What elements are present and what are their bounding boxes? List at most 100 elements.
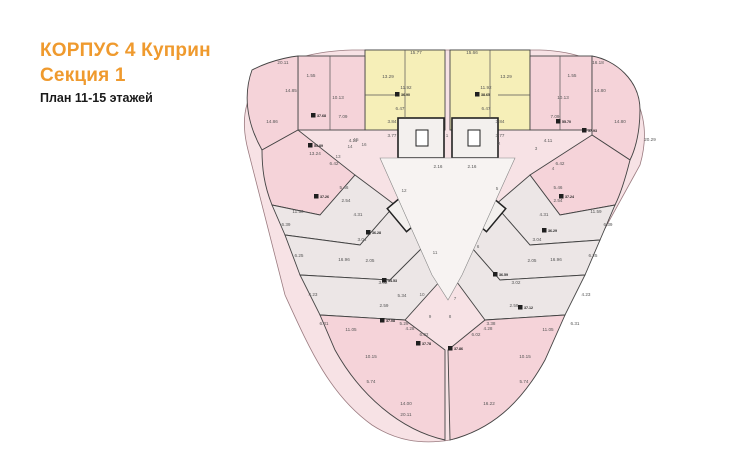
unit-marker-icon — [493, 272, 498, 277]
dimension-label: 15.66 — [466, 50, 478, 55]
unit-marker-icon — [395, 92, 400, 97]
dimension-label: 6.02 — [420, 332, 429, 337]
dimension-label: 2.05 — [528, 258, 537, 263]
unit-number: 2 — [498, 141, 501, 146]
dimension-label: 14.85 — [285, 88, 297, 93]
unit-marker-icon — [382, 278, 387, 283]
dimension-label: 6.47 — [396, 106, 405, 111]
dimension-label: 13.24 — [309, 151, 321, 156]
dimension-label: 2.16 — [468, 164, 477, 169]
unit-area-value: 57.93 — [588, 129, 597, 133]
dimension-label: 3.02 — [512, 280, 521, 285]
dimension-label: 14.80 — [594, 88, 606, 93]
unit-area-value: 37.26 — [320, 195, 329, 199]
unit-area-value: 37.12 — [524, 306, 533, 310]
dimension-label: 6.31 — [320, 321, 329, 326]
unit-area-value: 36.28 — [372, 231, 381, 235]
unit-area-tag: 36.90 — [395, 92, 410, 97]
dimension-label: 16.96 — [550, 257, 562, 262]
unit-area-tag: 37.12 — [518, 305, 533, 310]
unit-area-tag: 37.26 — [314, 194, 329, 199]
dimension-label: 6.31 — [571, 321, 580, 326]
unit-area-tag: 36.59 — [493, 272, 508, 277]
dimension-label: 10.15 — [365, 354, 377, 359]
plan-title-block: КОРПУС 4 Куприн Секция 1 План 11-15 этаж… — [40, 38, 211, 107]
dimension-label: 3.04 — [533, 237, 542, 242]
dimension-label: 13.29 — [500, 74, 512, 79]
unit-area-value: 37.08 — [386, 319, 395, 323]
dimension-label: 14.80 — [614, 119, 626, 124]
unit-top-far-left — [297, 55, 366, 131]
unit-right-lower — [447, 314, 566, 441]
unit-area-tag: 36.28 — [366, 230, 381, 235]
dimension-label: 4.28 — [484, 326, 493, 331]
unit-area-tag: 37.08 — [380, 318, 395, 323]
dimension-label: 6.39 — [604, 222, 613, 227]
unit-area-value: 36.29 — [548, 229, 557, 233]
dimension-label: 5.29 — [400, 321, 409, 326]
dimension-label: 2.16 — [434, 164, 443, 169]
dimension-label: 14.86 — [266, 119, 278, 124]
unit-number: 11 — [433, 250, 438, 255]
unit-area-value: 37.24 — [565, 195, 574, 199]
dimension-label: 4.11 — [544, 138, 553, 143]
dimension-label: 2.05 — [366, 258, 375, 263]
lift-right — [467, 129, 481, 147]
unit-area-value: 38.65 — [481, 93, 490, 97]
top-wing — [297, 49, 593, 159]
dimension-label: 11.92 — [480, 85, 492, 90]
unit-number: 5 — [496, 186, 499, 191]
dimension-label: 16.18 — [592, 60, 604, 65]
dimension-label: 6.25 — [589, 253, 598, 258]
unit-area-tags: 36.90 38.65 37.68 55.70 55.89 57.93 37.26 37.24… — [308, 92, 597, 351]
dimension-label: 3.77 — [496, 133, 505, 138]
dimension-label: 6.25 — [295, 253, 304, 258]
unit-number: 1 — [446, 133, 449, 138]
unit-area-value: 37.68 — [317, 114, 326, 118]
dimension-label: 10.15 — [519, 354, 531, 359]
dimension-label: 6.42 — [330, 161, 339, 166]
dimension-label: 7.09 — [339, 114, 348, 119]
dimension-label: 11.50 — [292, 209, 304, 214]
unit-area-value: 55.70 — [562, 120, 571, 124]
dimension-label: 3.38 — [487, 321, 496, 326]
dimension-label: 1.55 — [307, 73, 316, 78]
dimension-label: 15.77 — [410, 50, 422, 55]
dimension-label: 3.84 — [496, 119, 505, 124]
dimension-label: 7.09 — [551, 114, 560, 119]
floors-subtitle: План 11-15 этажей — [40, 91, 153, 105]
dimension-label: 14.00 — [400, 401, 412, 406]
dimension-label: 3.77 — [388, 133, 397, 138]
unit-number: 8 — [449, 314, 452, 319]
unit-marker-icon — [380, 318, 385, 323]
unit-area-tag: 37.24 — [559, 194, 574, 199]
dimension-label: 6.02 — [472, 332, 481, 337]
unit-number: 9 — [429, 314, 432, 319]
building-title: КОРПУС 4 Куприн — [40, 40, 211, 61]
dimension-label: 2.54 — [554, 198, 563, 203]
unit-marker-icon — [542, 228, 547, 233]
dimension-label: 6.47 — [482, 106, 491, 111]
unit-area-tag: 57.93 — [582, 128, 597, 133]
dimension-label: 4.11 — [349, 138, 358, 143]
dimension-label: 20.11 — [400, 412, 412, 417]
unit-marker-icon — [559, 194, 564, 199]
dimension-label: 6.42 — [556, 161, 565, 166]
unit-area-value: 55.89 — [314, 144, 323, 148]
dimension-label: 5.46 — [554, 185, 563, 190]
unit-number: 12 — [401, 188, 407, 193]
dimension-label: 2.59 — [380, 303, 389, 308]
unit-marker-icon — [366, 230, 371, 235]
unit-number: 13 — [335, 154, 341, 159]
dimension-label: 11.59 — [590, 209, 602, 214]
dimension-label: 11.05 — [345, 327, 357, 332]
dimension-label: 3.84 — [388, 119, 397, 124]
unit-number: 4 — [552, 166, 555, 171]
dimension-label: 1.55 — [568, 73, 577, 78]
unit-left-lower — [319, 314, 446, 441]
section-title: Секция 1 — [40, 65, 126, 86]
unit-area-value: 36.90 — [401, 93, 410, 97]
dimension-label: 4.31 — [540, 212, 549, 217]
dimension-label: 10.13 — [332, 95, 344, 100]
